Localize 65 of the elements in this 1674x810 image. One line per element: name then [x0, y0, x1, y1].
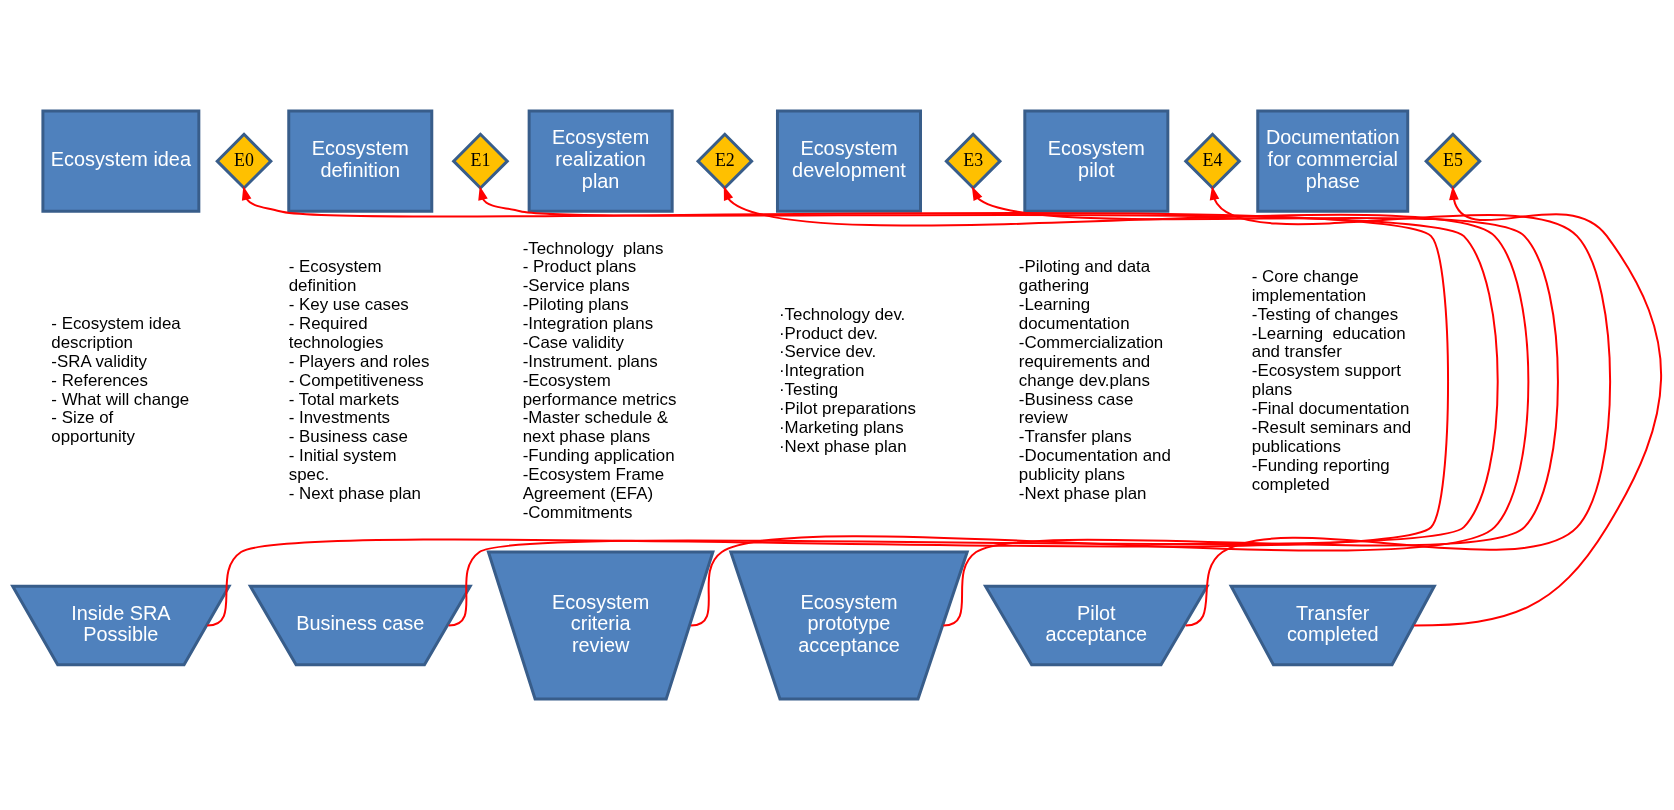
node-label: -Case validity	[522, 332, 624, 352]
node-label: -Next phase plan	[1018, 483, 1147, 503]
node-box: Ecosystem development	[775, 109, 922, 213]
node-label: - Core change implementation	[1251, 266, 1367, 305]
node-label: ·Technology dev.	[778, 304, 906, 324]
node-diamond: E0	[215, 132, 273, 191]
node-label: - Size of opportunity	[51, 408, 135, 447]
node-label: - Total markets	[288, 389, 400, 409]
node-label: - Players and roles	[288, 351, 430, 371]
node-label: -Testing of changes	[1251, 304, 1399, 324]
node-diamond: E5	[1424, 132, 1482, 191]
node-label: - Investments	[288, 408, 391, 428]
node-label: - Key use cases	[288, 295, 409, 315]
arrow	[1413, 185, 1663, 627]
node-label: -Funding application	[522, 446, 675, 466]
node-label: -Ecosystem support plans	[1251, 361, 1401, 400]
node-label: - Initial system spec.	[288, 446, 397, 485]
node-label: ·Next phase plan	[778, 436, 907, 456]
node-label: -Learning education and transfer	[1251, 323, 1406, 362]
node-label: -Master schedule & next phase plans	[522, 408, 669, 447]
node-label: ·Service dev.	[778, 342, 877, 362]
node-label: -Ecosystem performance metrics	[522, 370, 677, 409]
node-label: -Piloting plans	[522, 295, 629, 315]
node-label: - Product plans	[522, 257, 637, 277]
node-label: - What will change	[51, 389, 190, 409]
arrow	[206, 186, 1450, 627]
node-label: ·Marketing plans	[778, 417, 904, 437]
node-label: -Technology plans	[522, 238, 664, 258]
node-label: ·Product dev.	[778, 323, 879, 343]
node-label: - Ecosystem idea description	[51, 314, 181, 352]
node-label: -SRA validity	[51, 351, 147, 371]
node-label: ·Testing	[778, 380, 839, 400]
node-label: -Documentation and publicity plans	[1018, 446, 1171, 485]
node-label: - Ecosystem definition	[288, 257, 382, 296]
node-diamond: E1	[451, 132, 510, 191]
node-label: -Commercialization requirements and change dev.plans	[1018, 332, 1164, 390]
node-box: Documentation for commercial phase	[1256, 109, 1410, 213]
node-label: - Business case	[288, 427, 408, 447]
node-label: - Competitiveness	[288, 370, 424, 390]
node-box: Ecosystem definition	[287, 109, 434, 213]
node-label: -Final documentation	[1251, 399, 1410, 419]
node-label: -Instrument. plans	[522, 351, 658, 371]
node-label: -Business case review	[1018, 389, 1134, 428]
node-label: -Piloting and data gathering	[1018, 257, 1151, 296]
node-diamond: E4	[1183, 132, 1242, 191]
node-label: - References	[51, 370, 148, 390]
node-label: ·Pilot preparations	[778, 399, 916, 419]
node-box: Ecosystem idea	[41, 109, 201, 213]
node-label: - Next phase plan	[288, 483, 422, 503]
node-diamond: E3	[944, 132, 1003, 191]
node-label: -Funding reporting completed	[1251, 455, 1390, 494]
arrow	[447, 186, 1499, 627]
node-label: -Result seminars and publications	[1251, 417, 1412, 456]
node-label: ·Integration	[778, 361, 865, 381]
node-label: -Commitments	[522, 502, 633, 522]
node-box: Ecosystem pilot	[1023, 109, 1170, 213]
node-label: -Ecosystem Frame Agreement (EFA)	[522, 465, 665, 503]
node-label: -Transfer plans	[1018, 427, 1132, 447]
node-label: -Learning documentation	[1018, 295, 1130, 334]
node-label: -Integration plans	[522, 314, 654, 334]
node-box: Ecosystem realization plan	[527, 109, 674, 213]
node-label: - Required technologies	[288, 314, 384, 352]
node-diamond: E2	[695, 132, 754, 191]
node-label: -Service plans	[522, 276, 630, 296]
arrow	[942, 186, 1559, 627]
